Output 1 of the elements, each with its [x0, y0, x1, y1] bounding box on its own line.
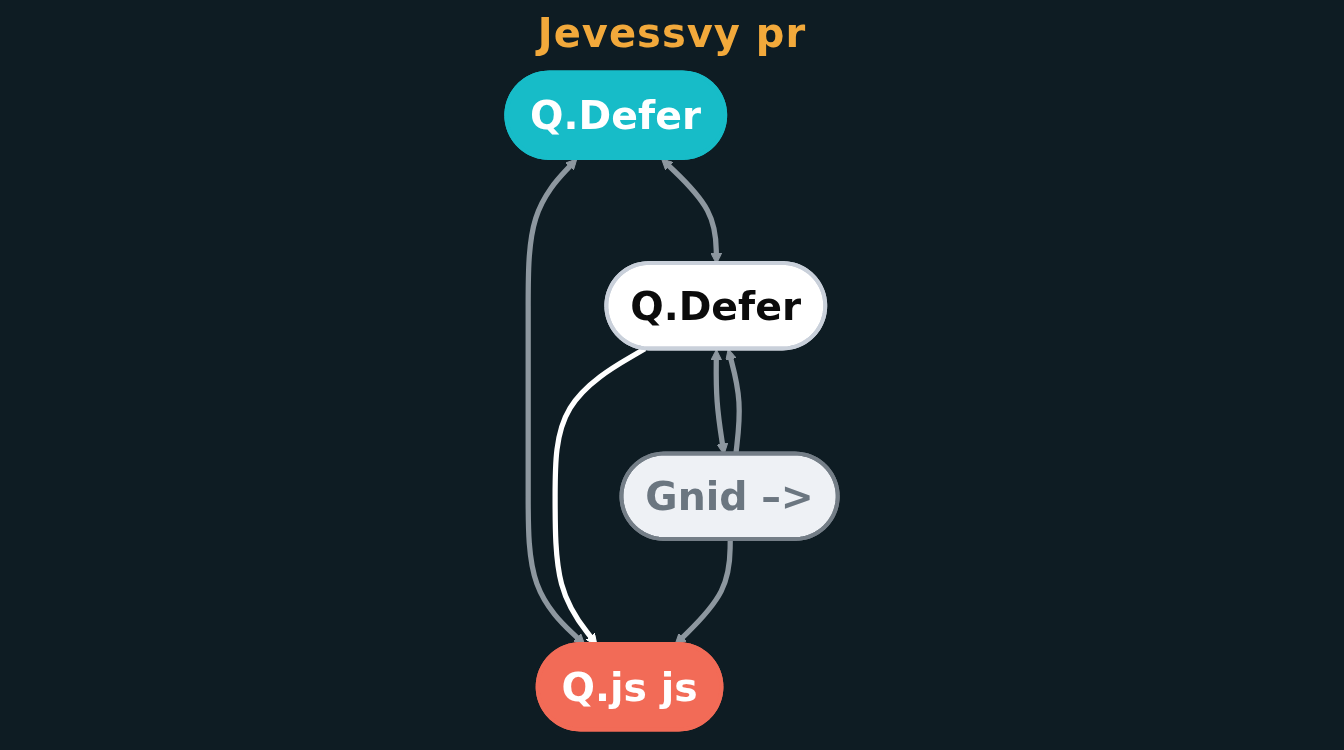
- diagram-title: Jevessvy pr: [537, 10, 807, 56]
